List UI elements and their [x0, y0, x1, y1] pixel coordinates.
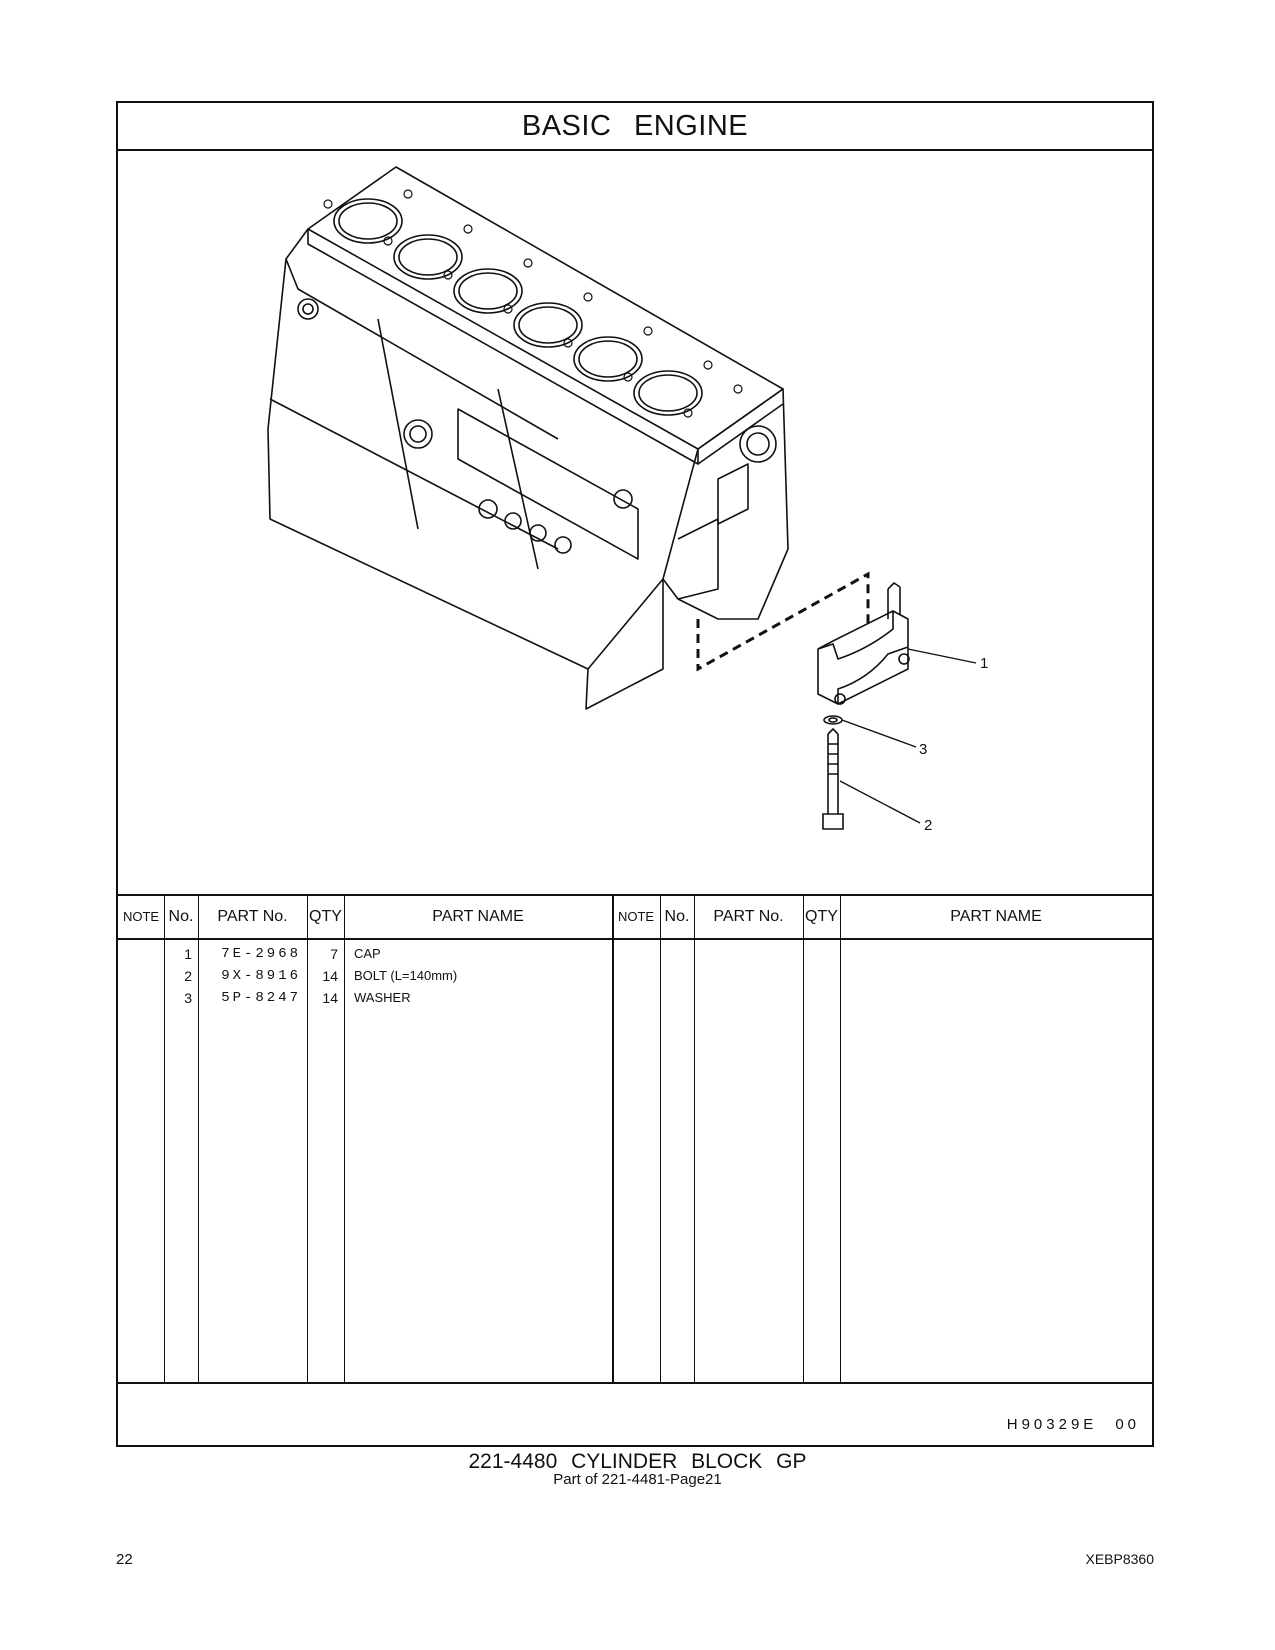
document-id: XEBP8360	[1085, 1551, 1155, 1567]
group-subtitle: Part of 221-4481-Page21	[553, 1471, 722, 1488]
header-note: NOTE	[122, 909, 160, 924]
column-divider	[660, 896, 661, 1382]
row-3-part-no: 5P-8247	[221, 990, 301, 1006]
parts-page-frame: BASIC ENGINE	[116, 101, 1154, 1447]
row-2-qty: 14	[322, 968, 338, 984]
column-divider	[344, 896, 345, 1382]
row-1-qty: 7	[330, 946, 338, 962]
header-part-name: PART NAME	[432, 908, 524, 925]
column-divider	[803, 896, 804, 1382]
illustration-code-band: H90329E 00	[118, 1384, 1152, 1445]
row-2-part-name: BOLT (L=140mm)	[354, 968, 458, 983]
header-part-name: PART NAME	[950, 908, 1042, 925]
row-3-part-name: WASHER	[354, 990, 411, 1005]
header-no: No.	[664, 908, 690, 925]
column-divider	[612, 896, 614, 1382]
column-divider	[164, 896, 165, 1382]
header-divider	[118, 938, 1152, 940]
page-number: 22	[116, 1551, 133, 1568]
column-divider	[840, 896, 841, 1382]
row-1-part-name: CAP	[354, 946, 381, 961]
parts-list-table: NOTE No. PART No. QTY PART NAME NOTE No.…	[118, 894, 1152, 1384]
row-1-no: 1	[184, 946, 192, 962]
header-no: No.	[168, 908, 194, 925]
cylinder-block-drawing	[267, 166, 977, 830]
callout-1: 1	[980, 655, 989, 672]
callout-2: 2	[924, 817, 933, 834]
illustration-code: H90329E 00	[989, 1416, 1140, 1433]
group-title: 221-4480 CYLINDER BLOCK GP	[468, 1450, 807, 1473]
row-2-part-no: 9X-8916	[221, 968, 301, 984]
row-3-qty: 14	[322, 990, 338, 1006]
callout-3: 3	[919, 741, 928, 758]
illustration-revision: 00	[1115, 1416, 1140, 1433]
exploded-view-illustration: 1 3 2	[118, 149, 1152, 894]
group-caption: 221-4480 CYLINDER BLOCK GP Part of 221-4…	[0, 1450, 1275, 1488]
column-divider	[694, 896, 695, 1382]
header-part-no: PART No.	[217, 908, 288, 925]
illustration-number: H90329E	[1006, 1416, 1098, 1433]
header-part-no: PART No.	[713, 908, 784, 925]
header-qty: QTY	[309, 908, 342, 925]
row-3-no: 3	[184, 990, 192, 1006]
header-note: NOTE	[617, 909, 655, 924]
row-2-no: 2	[184, 968, 192, 984]
header-qty: QTY	[805, 908, 838, 925]
row-1-part-no: 7E-2968	[221, 946, 301, 962]
section-title: BASIC ENGINE	[118, 103, 1152, 151]
column-divider	[307, 896, 308, 1382]
column-divider	[198, 896, 199, 1382]
